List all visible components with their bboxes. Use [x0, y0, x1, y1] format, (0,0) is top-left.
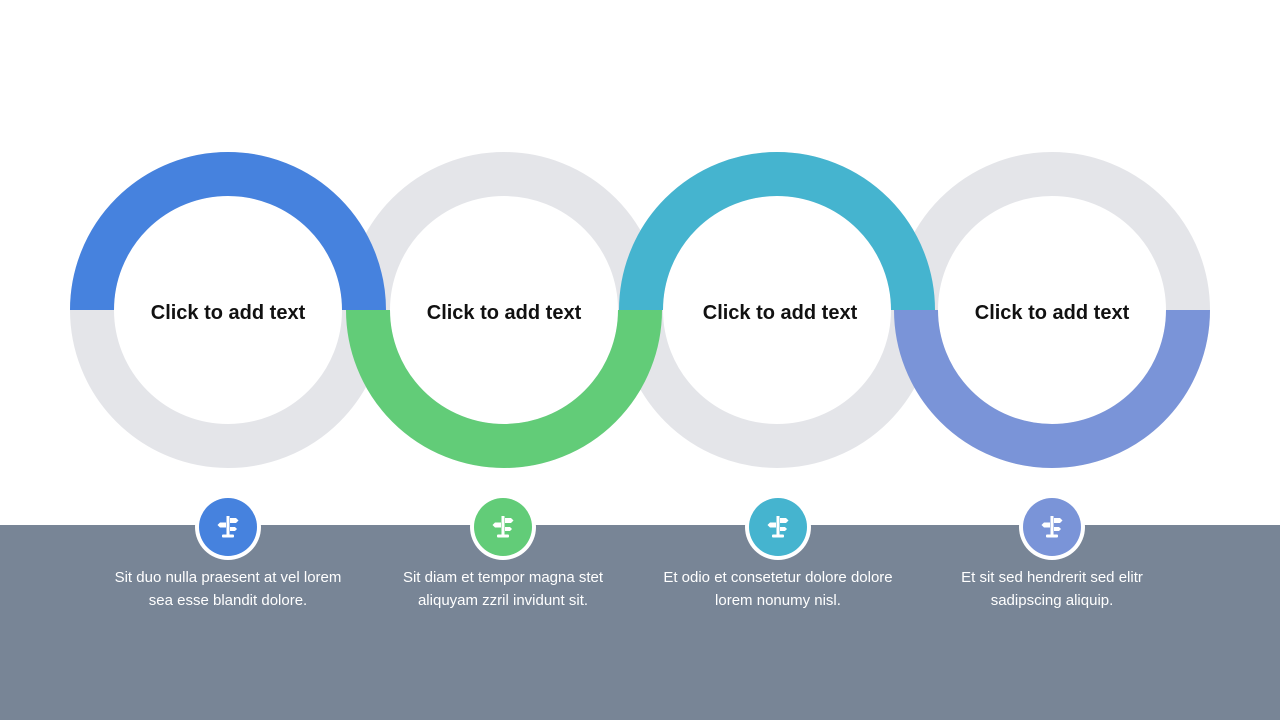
signpost-icon — [1023, 498, 1081, 556]
circle-label-2[interactable]: Click to add text — [426, 302, 582, 324]
circle-label-1[interactable]: Click to add text — [150, 302, 306, 324]
step-icon-3 — [745, 494, 811, 560]
step-description-1: Sit duo nulla praesent at vel lorem sea … — [114, 569, 342, 609]
circle-label-3[interactable]: Click to add text — [702, 302, 858, 324]
signpost-icon — [749, 498, 807, 556]
step-icon-4 — [1019, 494, 1085, 560]
step-icon-2 — [470, 494, 536, 560]
ring-arc-4 — [894, 309, 1210, 468]
step-description-4: Et sit sed hendrerit sed elitr sadipscin… — [961, 569, 1143, 609]
ring-arc-2 — [346, 309, 662, 468]
ring-arc-3 — [619, 152, 935, 311]
step-icon-1 — [195, 494, 261, 560]
signpost-icon — [474, 498, 532, 556]
circle-label-4[interactable]: Click to add text — [974, 302, 1130, 324]
step-description-2: Sit diam et tempor magna stet aliquyam z… — [402, 569, 604, 609]
ring-arc-1 — [70, 152, 386, 311]
bottom-band — [0, 525, 1280, 720]
signpost-icon — [199, 498, 257, 556]
step-description-3: Et odio et consetetur dolore dolore lore… — [663, 569, 893, 609]
